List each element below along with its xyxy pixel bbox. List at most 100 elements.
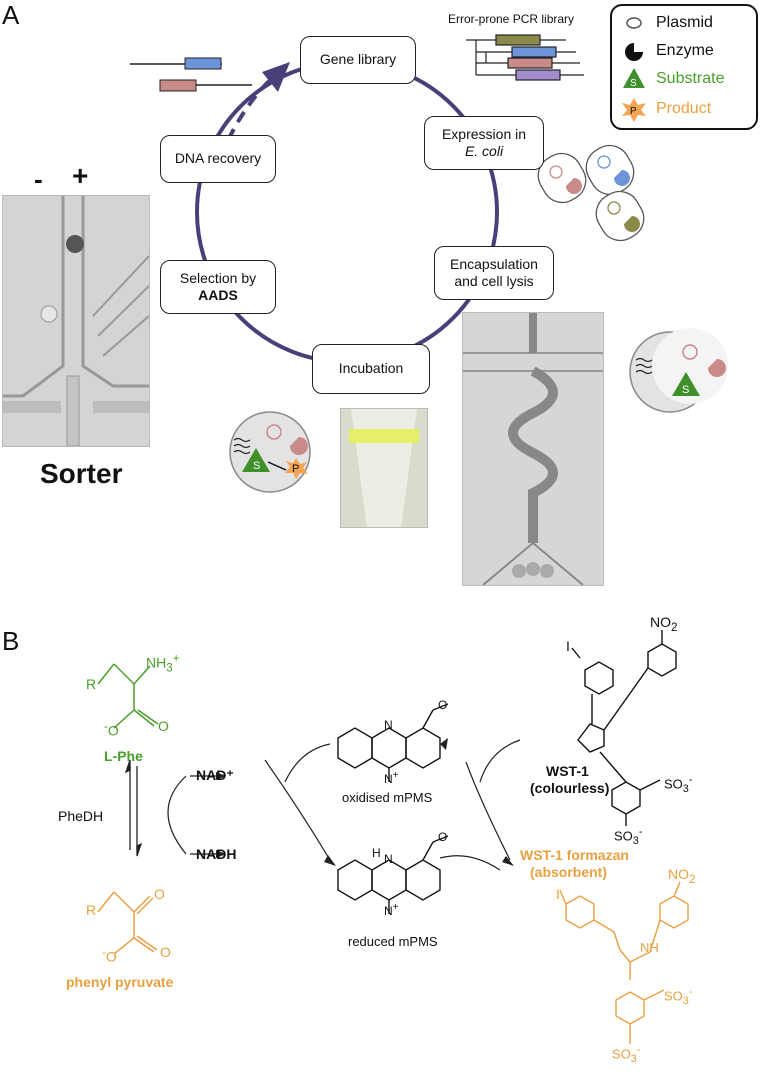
wst1-so3-a-sub: 3 [682, 782, 689, 795]
wst1-no2-text: NO [650, 614, 671, 630]
sorter-image [2, 195, 150, 447]
lphe-ominus: -O [104, 720, 119, 739]
pheDH-arrows [124, 759, 143, 857]
arrowhead-4 [440, 738, 448, 750]
lphe-label: L-Phe [104, 748, 143, 764]
gene-fragment-blue [184, 57, 222, 70]
droplet-incubated: S P [229, 411, 311, 493]
substrate-icon [623, 68, 645, 88]
ox-n2: N [384, 772, 393, 786]
dna-recovery-label: DNA recovery [174, 150, 262, 167]
red-nplus: + [392, 902, 399, 913]
selection-line2: AADS [198, 287, 238, 303]
redox-arrows [167, 739, 521, 871]
enzyme-icon [625, 43, 643, 61]
red-n-top: N [384, 852, 393, 866]
dna-recovery-box: DNA recovery [160, 135, 276, 183]
panel-b-graphics [97, 630, 689, 1044]
formazan-i: I [556, 886, 560, 902]
tube-photo [340, 408, 428, 528]
pheDH-label: PheDH [58, 808, 104, 824]
legend-s: S [630, 78, 637, 89]
arrowhead-3 [324, 855, 336, 866]
legend: S P Plasmid Enzyme Substrate Product [610, 4, 758, 130]
panel-a-graphics: S S P [130, 34, 728, 493]
droplet-p-label: P [292, 463, 299, 475]
legend-substrate: Substrate [656, 70, 725, 87]
lphe-minus: - [104, 720, 108, 733]
formazan-so3-b-text: SO [612, 1046, 631, 1062]
sorter-plus: + [72, 160, 89, 191]
gene-fragment-red [159, 79, 197, 92]
arrowhead-5 [502, 856, 514, 866]
formazan-no2-text: NO [668, 866, 689, 882]
ox-o: O [438, 698, 448, 712]
phenylpyruvate-structure [97, 891, 158, 955]
droplet-encapsulated: S [629, 328, 728, 413]
formazan-nh: NH [640, 940, 659, 955]
wst1-so3-b-sub: 3 [632, 834, 639, 847]
pp-minus: - [102, 946, 106, 959]
dashed-arrow-head [262, 62, 290, 92]
selection-box: Selection by AADS [160, 260, 276, 314]
red-h: H [372, 846, 381, 860]
formazan-structure [559, 881, 689, 1044]
incubation-label: Incubation [338, 360, 404, 377]
sorter-label: Sorter [40, 458, 123, 489]
wst1-so3-a: SO3- [664, 774, 692, 795]
droplet2-s-label: S [253, 460, 260, 472]
lphe-nh3-sub: 3 [166, 661, 173, 675]
reduced-mpms-structure [337, 835, 449, 914]
pcr-library [466, 34, 584, 81]
oxidised-label: oxidised mPMS [342, 790, 433, 805]
droplet-s-label: S [682, 384, 689, 396]
panel-b-letter: B [2, 626, 20, 656]
wst1-so3-b-text: SO [614, 828, 633, 844]
gene-library-label: Gene library [319, 51, 397, 68]
formazan-so3-a: SO3- [664, 986, 692, 1007]
legend-enzyme: Enzyme [656, 42, 714, 59]
formazan-no2-sub: 2 [689, 872, 696, 886]
red-n-bottom: N+ [384, 902, 399, 918]
expression-line1: Expression in [441, 125, 527, 142]
encapsulation-line1: Encapsulation [450, 255, 538, 272]
lphe-nh3-text: NH [146, 654, 167, 671]
legend-product: Product [656, 100, 712, 117]
ecoli-cells [537, 144, 645, 242]
pp-o: O [154, 886, 165, 902]
wst1-no2: NO2 [650, 614, 677, 634]
ox-nplus: + [392, 770, 399, 781]
red-n2: N [384, 904, 393, 918]
formazan-so3-a-sup: - [688, 986, 693, 998]
panel-a-letter: A [2, 0, 20, 30]
wst1-i: I [566, 638, 570, 654]
formazan-line1: WST-1 formazan [520, 847, 629, 863]
legend-plasmid: Plasmid [656, 14, 713, 31]
pp-label: phenyl pyruvate [66, 974, 174, 990]
formazan-line2: (absorbent) [530, 864, 607, 880]
formazan-so3-b-sub: 3 [630, 1052, 637, 1065]
lphe-o: O [158, 718, 169, 734]
pp-ominus: -O [102, 946, 117, 965]
wst1-structure [571, 630, 677, 826]
wst1-so3-b-sup: - [638, 826, 643, 838]
expression-line2: E. coli [464, 143, 504, 159]
sorter-channels [3, 196, 149, 446]
legend-icons: S P [622, 17, 646, 122]
nadh-label: NADH [196, 846, 237, 862]
wst1-line1: WST-1 [546, 763, 589, 779]
formazan-so3-b-sup: - [636, 1044, 641, 1056]
formazan-so3-a-sub: 3 [682, 994, 689, 1007]
wst1-so3-a-sup: - [688, 774, 693, 786]
pcr-library-label: Error-prone PCR library [448, 12, 575, 26]
formazan-no2: NO2 [668, 866, 695, 886]
wst1-no2-sub: 2 [671, 620, 678, 634]
pp-o2: O [160, 944, 171, 960]
nad-plus-label: NAD⁺ [196, 767, 234, 783]
encapsulation-channels [463, 313, 603, 585]
reduced-label: reduced mPMS [348, 934, 438, 949]
plasmid-icon [626, 17, 642, 29]
encapsulation-image [462, 312, 604, 586]
encapsulation-line2: and cell lysis [454, 273, 534, 289]
wst1-so3-a-text: SO [664, 776, 683, 792]
